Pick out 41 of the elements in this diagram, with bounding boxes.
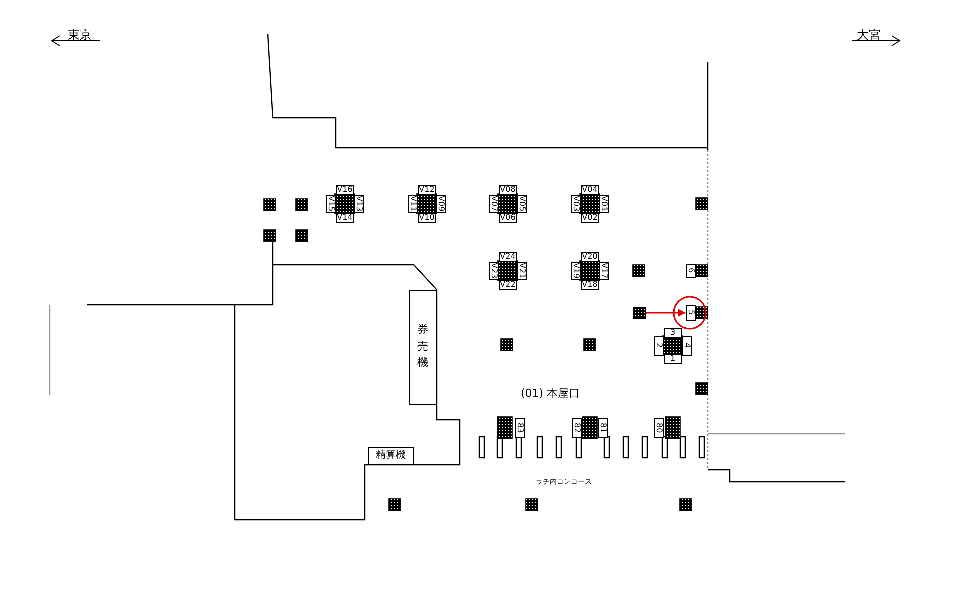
sign-panel: V22 bbox=[499, 280, 517, 290]
sign-panel: V11 bbox=[408, 195, 418, 213]
sign-panel: V16 bbox=[336, 185, 354, 195]
pillar bbox=[632, 307, 646, 319]
sign-panel: V20 bbox=[581, 252, 599, 262]
sign-panel: V15 bbox=[326, 195, 336, 213]
sign-panel: V17 bbox=[599, 262, 609, 280]
sign-panel: V04 bbox=[581, 185, 599, 195]
sign-panel: V03 bbox=[571, 195, 581, 213]
sign-panel: V02 bbox=[581, 213, 599, 223]
sign-panel: 1 bbox=[664, 354, 682, 364]
sign-panel: V01 bbox=[599, 195, 609, 213]
sign-panel: 4 bbox=[682, 336, 692, 356]
sign-panel: 80 bbox=[654, 418, 664, 438]
ticket-machine-box: 券売機 bbox=[409, 290, 437, 404]
fare-adjustment-machine-box: 精算機 bbox=[368, 447, 414, 465]
sign-panel: 6 bbox=[686, 264, 696, 278]
sign-panel: 5 bbox=[686, 305, 696, 321]
sign-panel: V13 bbox=[354, 195, 364, 213]
sign-panel: V18 bbox=[581, 280, 599, 290]
sign-panel: V21 bbox=[517, 262, 527, 280]
sign-panel: 81 bbox=[598, 418, 608, 438]
sign-panel: V24 bbox=[499, 252, 517, 262]
sign-panel: V12 bbox=[418, 185, 436, 195]
sign-panel: V23 bbox=[489, 262, 499, 280]
sign-panel: V09 bbox=[436, 195, 446, 213]
sign-panel: V08 bbox=[499, 185, 517, 195]
exit-name-label: (01) 本屋口 bbox=[521, 386, 580, 401]
sign-panel: V10 bbox=[418, 213, 436, 223]
sign-panel: 83 bbox=[515, 418, 525, 438]
station-direction-label: 大宮 bbox=[857, 27, 881, 44]
sign-panel: 82 bbox=[572, 418, 582, 438]
station-direction-label: 東京 bbox=[68, 27, 92, 44]
sign-panel: V14 bbox=[336, 213, 354, 223]
sign-panel: V19 bbox=[571, 262, 581, 280]
sign-panel: V07 bbox=[489, 195, 499, 213]
sign-panel: 2 bbox=[654, 336, 664, 356]
arrow bbox=[646, 309, 686, 317]
sign-panel: V06 bbox=[499, 213, 517, 223]
sign-panel: 3 bbox=[664, 328, 682, 338]
sign-panel: V05 bbox=[517, 195, 527, 213]
